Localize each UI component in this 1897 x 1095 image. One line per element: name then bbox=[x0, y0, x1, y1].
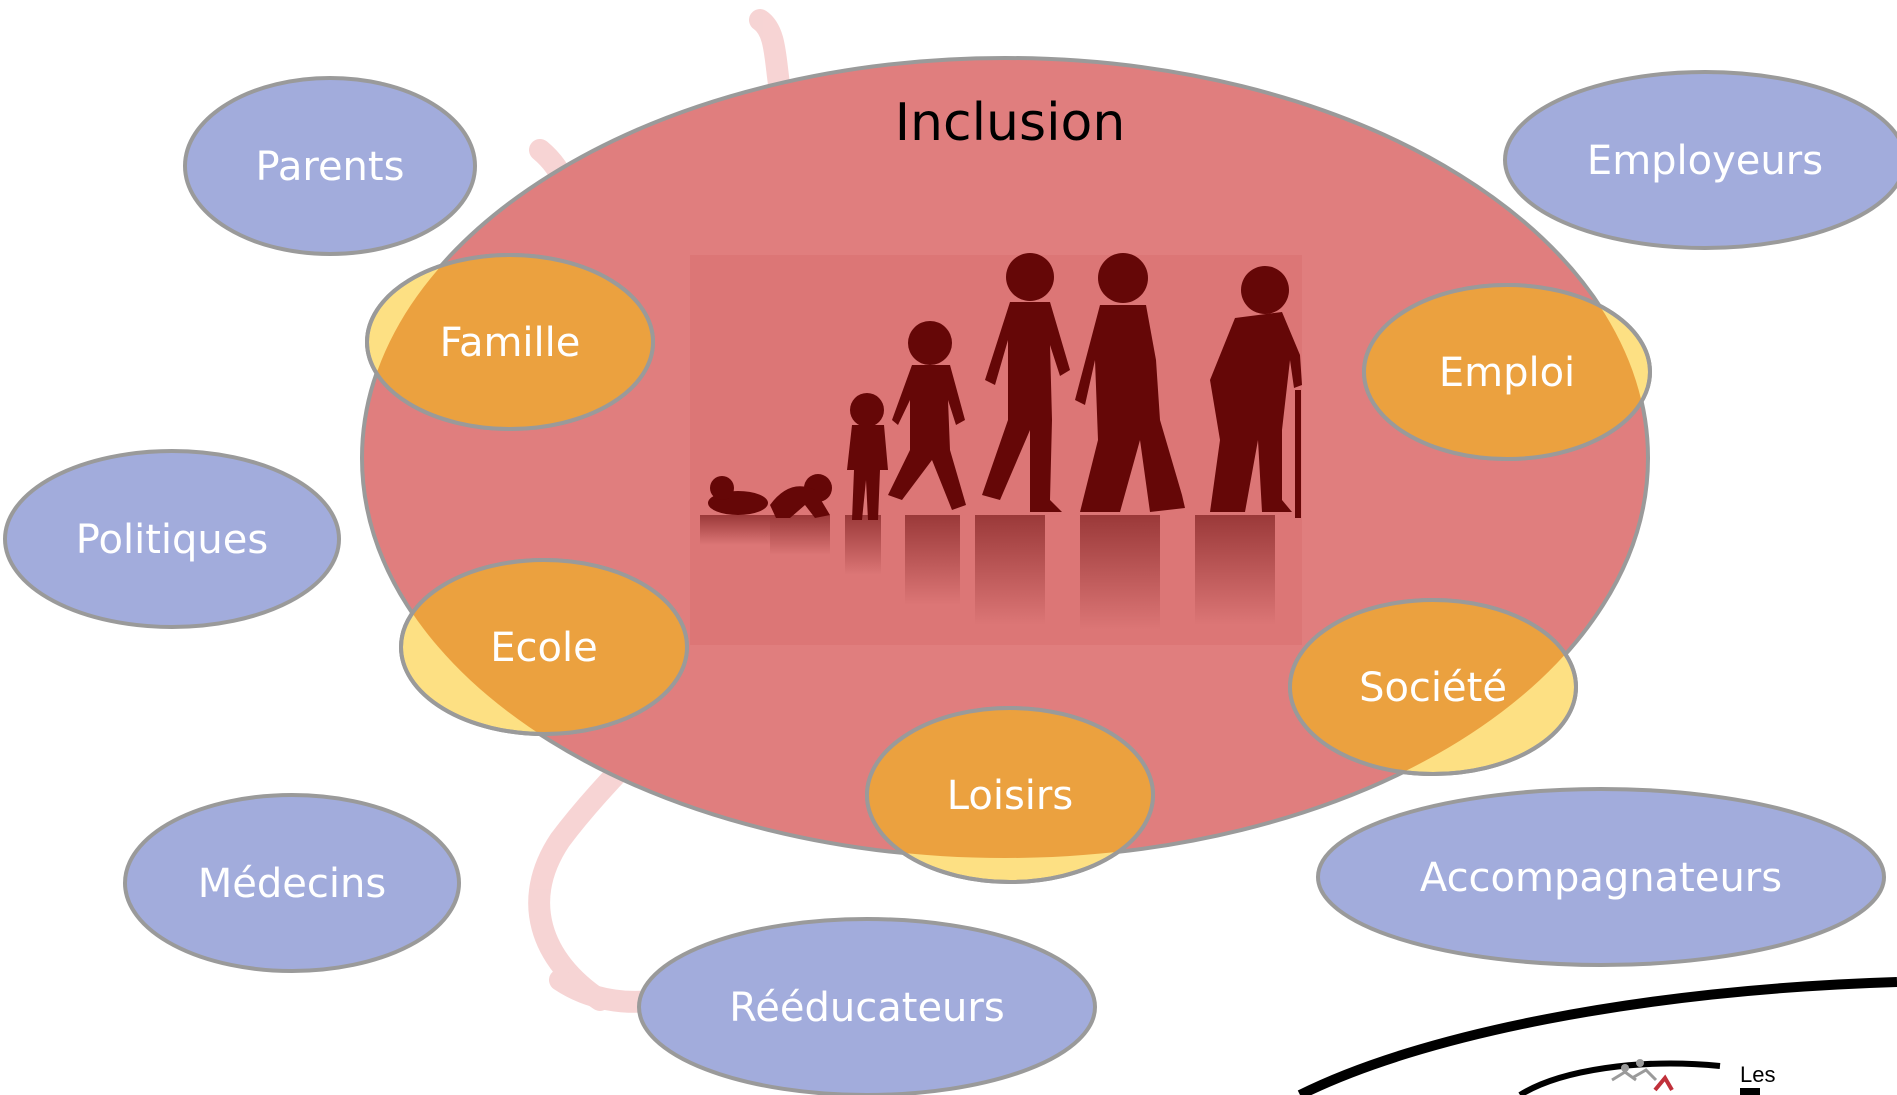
logo-text: Les bbox=[1740, 1062, 1775, 1087]
inner-circle-label: Loisirs bbox=[947, 773, 1073, 819]
outer-circle-label: Employeurs bbox=[1587, 138, 1823, 184]
organization-logo: Les bbox=[1297, 977, 1897, 1095]
inner-circle-label: Famille bbox=[440, 320, 581, 366]
outer-circle-label: Rééducateurs bbox=[729, 985, 1004, 1031]
outer-circle-label: Politiques bbox=[76, 517, 268, 563]
human-evolution-image bbox=[690, 253, 1302, 645]
diagram-title: Inclusion bbox=[895, 93, 1126, 153]
inner-circle-loisirs: Loisirs bbox=[865, 706, 1155, 884]
outer-circle-reeducateurs: Rééducateurs bbox=[637, 917, 1097, 1095]
outer-circle-label: Accompagnateurs bbox=[1420, 855, 1782, 901]
inner-circle-ecole: Ecole bbox=[399, 558, 689, 736]
outer-circle-politiques: Politiques bbox=[3, 449, 341, 629]
outer-circle-label: Médecins bbox=[198, 861, 386, 907]
inner-circle-label: Emploi bbox=[1439, 350, 1575, 396]
inner-circle-famille: Famille bbox=[365, 253, 655, 431]
outer-circle-medecins: Médecins bbox=[123, 793, 461, 973]
outer-circle-parents: Parents bbox=[183, 76, 477, 256]
logo-figures-icon bbox=[1611, 1059, 1674, 1092]
inner-circle-label: Ecole bbox=[490, 625, 597, 671]
outer-circle-employeurs: Employeurs bbox=[1503, 70, 1897, 250]
inner-circle-societe: Société bbox=[1288, 598, 1578, 776]
inner-circle-emploi: Emploi bbox=[1362, 283, 1652, 461]
outer-circle-accompagnateurs: Accompagnateurs bbox=[1316, 787, 1886, 967]
outer-circle-label: Parents bbox=[256, 144, 405, 190]
inner-circle-label: Société bbox=[1359, 665, 1507, 711]
